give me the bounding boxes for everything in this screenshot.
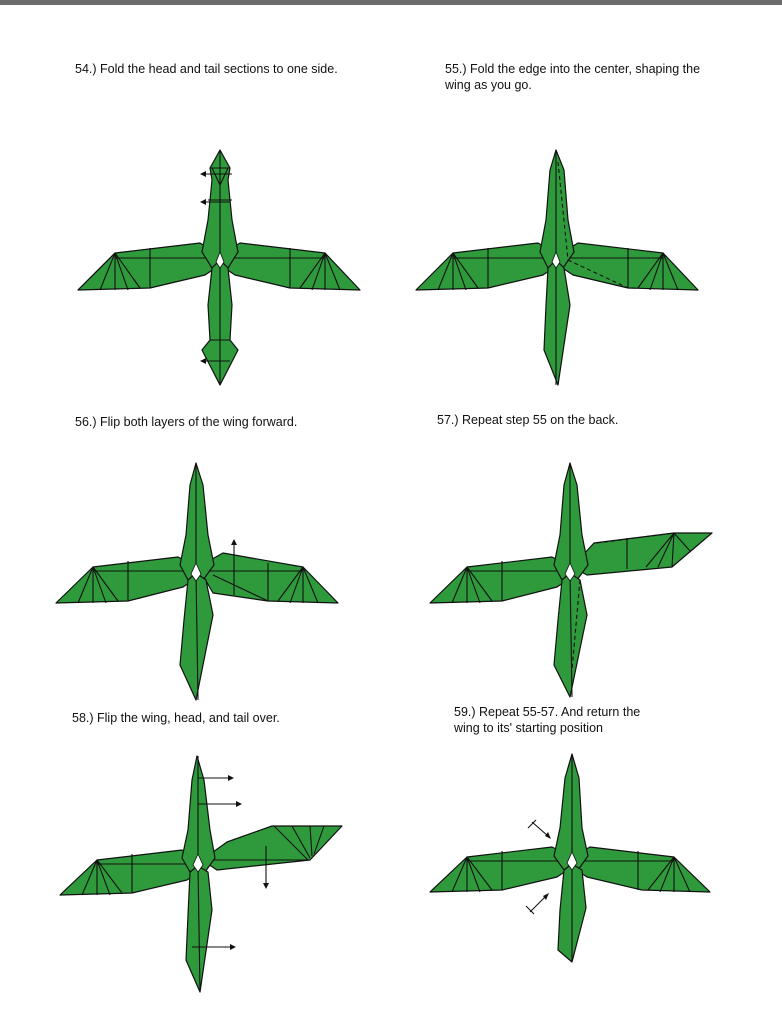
left-wing [429,846,573,893]
left-wing [59,849,203,896]
step-59-diagram [429,753,711,963]
step-57-caption: 57.) Repeat step 55 on the back. [437,413,619,427]
center-point [564,562,576,582]
head-neck [553,462,589,581]
left-wing [429,556,573,604]
center-point [551,250,561,269]
step-58-diagram [59,755,343,993]
head-neck [179,462,215,581]
step-58-caption: 58.) Flip the wing, head, and tail over. [72,711,280,725]
right-wing-raised [201,825,343,871]
tail [543,259,571,386]
right-wing [571,846,711,893]
step-56-caption: 56.) Flip both layers of the wing forwar… [75,415,298,429]
head-neck [553,753,589,871]
step-54-caption: 54.) Fold the head and tail sections to … [75,62,338,76]
left-wing [77,242,221,291]
left-wing [55,556,199,604]
step-55-diagram [415,149,699,386]
center-point [215,250,225,269]
step-55-caption: 55.) Fold the edge into the center, shap… [445,62,701,92]
step-56-diagram [55,462,339,701]
right-wing-raised [571,532,713,576]
step-54-diagram [77,149,361,386]
head-neck [539,149,575,269]
center-point [192,853,204,873]
center-point [190,562,202,582]
top-border-bar [0,0,782,5]
left-wing [415,242,559,291]
step-57-diagram [429,462,713,698]
center-point [566,851,578,871]
step-59-caption: 59.) Repeat 55-57. And return the wing t… [454,705,641,735]
